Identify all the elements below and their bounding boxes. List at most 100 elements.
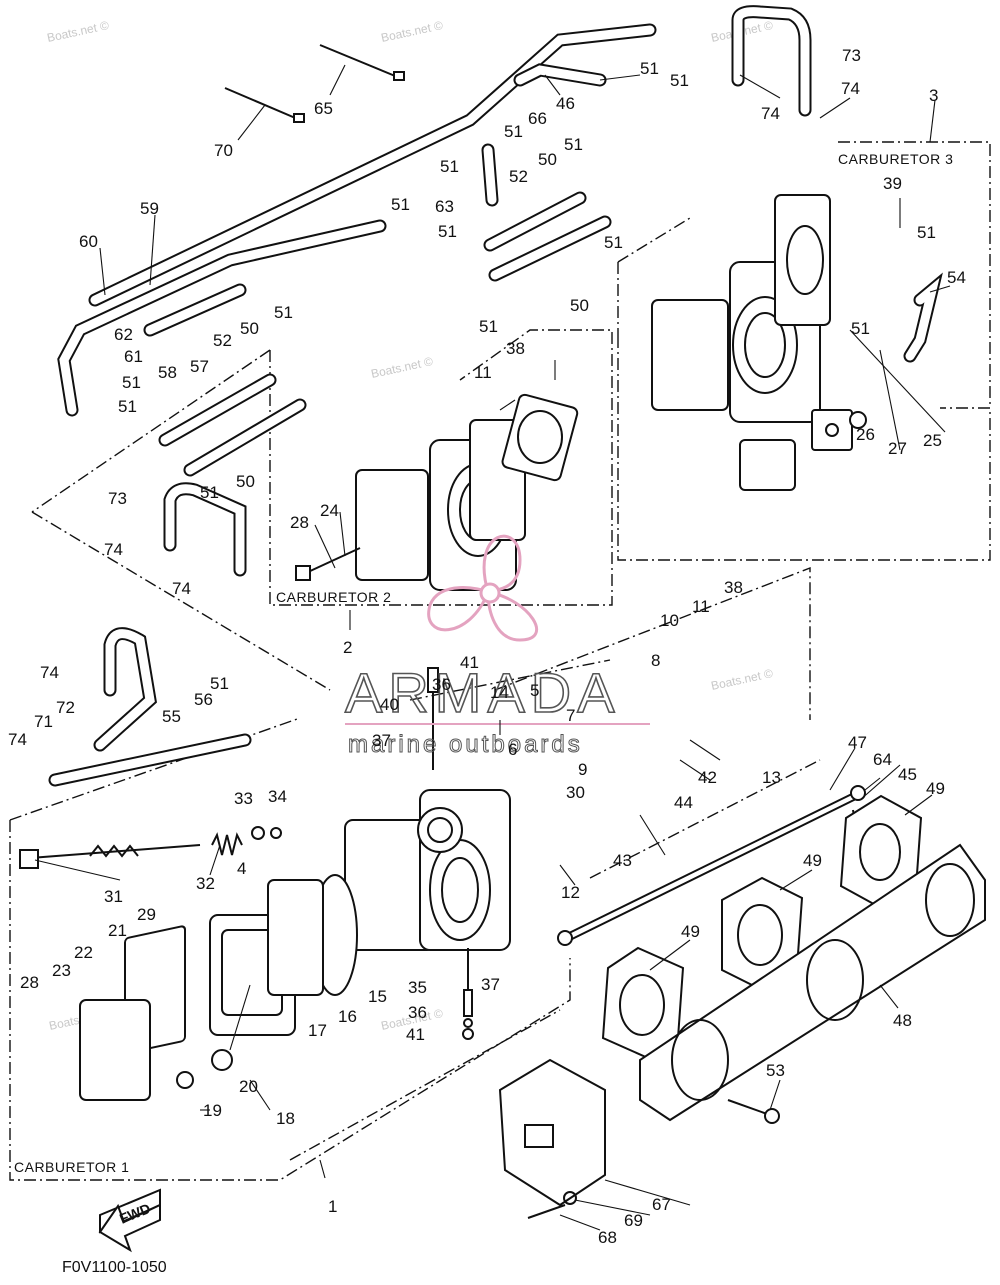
callout-53: 53 xyxy=(766,1061,785,1080)
callout-6: 6 xyxy=(508,740,517,759)
callout-49-3: 49 xyxy=(681,922,700,941)
watermark-text-1: Boats.net © xyxy=(46,18,111,45)
callout-3: 3 xyxy=(929,86,938,105)
callout-49-1: 49 xyxy=(926,779,945,798)
callout-37-2: 37 xyxy=(372,731,391,750)
callout-66: 66 xyxy=(528,109,547,128)
callout-27: 27 xyxy=(888,439,907,458)
callout-61: 61 xyxy=(124,347,143,366)
carburetor-3-body xyxy=(651,194,867,491)
callout-18: 18 xyxy=(276,1109,295,1128)
callout-44: 44 xyxy=(674,793,693,812)
callout-12: 12 xyxy=(561,883,580,902)
callout-74-5: 74 xyxy=(40,663,59,682)
callout-11-2: 11 xyxy=(692,597,710,616)
callout-54: 54 xyxy=(947,268,966,287)
callout-1: 1 xyxy=(328,1197,337,1216)
callout-51-4: 51 xyxy=(440,157,459,176)
callout-51-8: 51 xyxy=(391,195,410,214)
callout-51-13: 51 xyxy=(118,397,137,416)
callout-51-10: 51 xyxy=(917,223,936,242)
callout-74-2: 74 xyxy=(841,79,860,98)
callout-70: 70 xyxy=(214,141,233,160)
callout-51-16: 51 xyxy=(210,674,229,693)
callout-26: 26 xyxy=(856,425,875,444)
callout-50-3: 50 xyxy=(236,472,255,491)
callout-49-2: 49 xyxy=(803,851,822,870)
callout-51-5: 51 xyxy=(564,135,583,154)
callout-36-1: 36 xyxy=(408,1003,427,1022)
callout-51-9: 51 xyxy=(479,317,498,336)
callout-58: 58 xyxy=(158,363,177,382)
callout-21: 21 xyxy=(108,921,127,940)
callout-38-1: 38 xyxy=(506,339,525,358)
callout-4: 4 xyxy=(237,859,246,878)
callout-28-2: 28 xyxy=(20,973,39,992)
callout-74-1: 74 xyxy=(761,104,780,123)
callout-63: 63 xyxy=(435,197,454,216)
group-outlines xyxy=(9,141,991,1181)
callout-32: 32 xyxy=(196,874,215,893)
callout-73-2: 73 xyxy=(842,46,861,65)
callout-40: 40 xyxy=(380,695,399,714)
callout-29: 29 xyxy=(137,905,156,924)
callout-64: 64 xyxy=(873,750,892,769)
callout-10: 10 xyxy=(660,611,679,630)
callout-51-11: 51 xyxy=(851,319,870,338)
callout-51-6: 51 xyxy=(438,222,457,241)
leader-lines xyxy=(34,64,951,1231)
callout-8: 8 xyxy=(651,651,660,670)
callout-7: 7 xyxy=(566,706,575,725)
watermark-text-4: Boats.net © xyxy=(370,354,435,381)
fuel-lines xyxy=(48,5,943,787)
callout-57: 57 xyxy=(190,357,209,376)
callout-45: 45 xyxy=(898,765,917,784)
callout-50-2: 50 xyxy=(570,296,589,315)
callout-33: 33 xyxy=(234,789,253,808)
callout-50-4: 50 xyxy=(240,319,259,338)
callout-51-3: 51 xyxy=(504,122,523,141)
callout-51-1: 51 xyxy=(640,59,659,78)
callout-11-1: 11 xyxy=(474,363,492,382)
callout-35: 35 xyxy=(408,978,427,997)
intake-manifold xyxy=(498,785,986,1219)
brand-tagline: marine outboards xyxy=(348,731,583,758)
callout-38-2: 38 xyxy=(724,578,743,597)
callout-layer: 1234567891011111213141516171819202122232… xyxy=(8,46,966,1247)
callout-22: 22 xyxy=(74,943,93,962)
callout-24: 24 xyxy=(320,501,339,520)
callout-13: 13 xyxy=(762,768,781,787)
callout-47: 47 xyxy=(848,733,867,752)
callout-52-2: 52 xyxy=(213,331,232,350)
brand-watermark: ARMADA marine outboards xyxy=(344,534,650,759)
callout-9: 9 xyxy=(578,760,587,779)
callout-52-1: 52 xyxy=(509,167,528,186)
callout-25: 25 xyxy=(923,431,942,450)
carburetor-3-label: CARBURETOR 3 xyxy=(838,151,953,167)
diagram-code: F0V1100-1050 xyxy=(62,1259,167,1276)
callout-60: 60 xyxy=(79,232,98,251)
callout-23: 23 xyxy=(52,961,71,980)
callout-74-4: 74 xyxy=(172,579,191,598)
callout-55: 55 xyxy=(162,707,181,726)
carburetor-2-body xyxy=(295,393,579,591)
callout-36-2: 36 xyxy=(432,675,451,694)
callout-42: 42 xyxy=(698,768,717,787)
callout-68: 68 xyxy=(598,1228,617,1247)
callout-39: 39 xyxy=(883,174,902,193)
callout-62: 62 xyxy=(114,325,133,344)
watermark-text-2: Boats.net © xyxy=(380,18,445,45)
callout-48: 48 xyxy=(893,1011,912,1030)
callout-2: 2 xyxy=(343,638,352,657)
callout-67: 67 xyxy=(652,1195,671,1214)
callout-59: 59 xyxy=(140,199,159,218)
callout-51-12: 51 xyxy=(200,483,219,502)
fwd-arrow: FWD xyxy=(98,1188,161,1253)
callout-72: 72 xyxy=(56,698,75,717)
callout-41-1: 41 xyxy=(406,1025,425,1044)
carburetor-1-body xyxy=(19,667,511,1101)
callout-16: 16 xyxy=(338,1007,357,1026)
callout-74-6: 74 xyxy=(8,730,27,749)
callout-28-1: 28 xyxy=(290,513,309,532)
